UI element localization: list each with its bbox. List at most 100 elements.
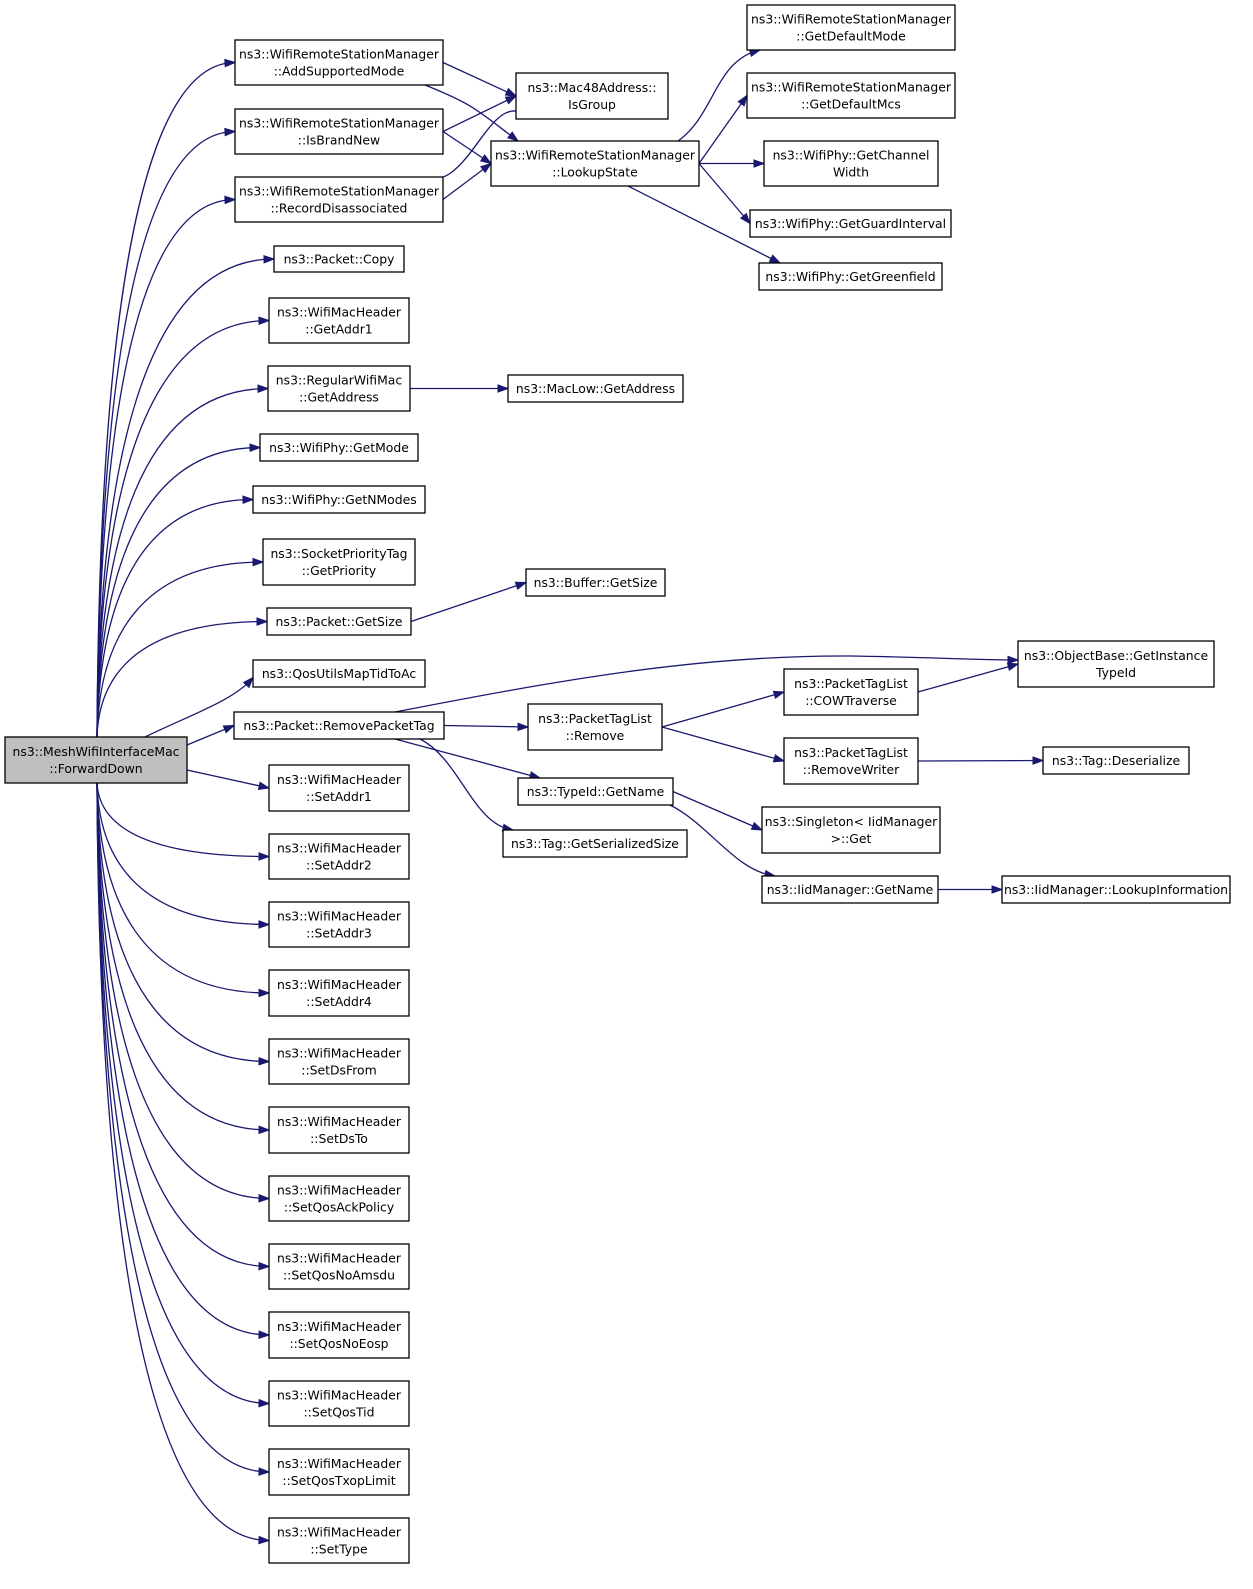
edge-arrowhead (258, 988, 271, 998)
graph-edge (96, 782, 271, 1545)
edge-arrowhead (504, 95, 518, 105)
graph-node-setaddr3[interactable]: ns3::WifiMacHeader::SetAddr3 (268, 901, 410, 948)
graph-node-recorddisassociated[interactable]: ns3::WifiRemoteStationManager::RecordDis… (234, 176, 444, 223)
graph-node-singleton-get[interactable]: ns3::Singleton< IidManager>::Get (761, 806, 941, 854)
graph-node-setdsto[interactable]: ns3::WifiMacHeader::SetDsTo (268, 1106, 410, 1154)
graph-edge (424, 84, 520, 142)
graph-node-getgreenfield[interactable]: ns3::WifiPhy::GetGreenfield (758, 262, 943, 291)
graph-node-setqosnoeosp[interactable]: ns3::WifiMacHeader::SetQosNoEosp (268, 1311, 410, 1359)
edge-line (627, 185, 781, 264)
node-label: ns3::WifiRemoteStationManager (239, 184, 440, 199)
graph-edge (661, 690, 786, 728)
graph-node-getdefaultmcs[interactable]: ns3::WifiRemoteStationManager::GetDefaul… (746, 72, 956, 119)
node-label: ::IsBrandNew (298, 133, 380, 148)
node-label: ::GetDefaultMcs (801, 97, 901, 112)
node-box (266, 607, 412, 636)
edge-line (96, 782, 270, 1063)
edge-arrowhead (739, 212, 751, 225)
node-box (746, 4, 956, 51)
edge-arrowhead (1007, 655, 1020, 665)
graph-node-getaddr1[interactable]: ns3::WifiMacHeader::GetAddr1 (268, 297, 410, 344)
node-label: ns3::Packet::RemovePacketTag (243, 718, 434, 733)
node-box (763, 140, 939, 187)
node-label: ns3::WifiPhy::GetGuardInterval (755, 216, 946, 231)
graph-node-getnmodes[interactable]: ns3::WifiPhy::GetNModes (252, 485, 426, 514)
node-label: ns3::WifiRemoteStationManager (239, 116, 440, 131)
graph-edge (96, 782, 271, 1408)
graph-node-maclow-getaddress[interactable]: ns3::MacLow::GetAddress (507, 374, 684, 403)
edge-arrowhead (991, 885, 1004, 894)
graph-node-buffer-getsize[interactable]: ns3::Buffer::GetSize (525, 568, 666, 597)
node-label: ::SetQosNoEosp (289, 1336, 388, 1351)
node-label: ns3::WifiMacHeader (277, 909, 402, 924)
graph-node-setaddr1[interactable]: ns3::WifiMacHeader::SetAddr1 (268, 764, 410, 812)
node-label: ::SetAddr1 (306, 789, 372, 804)
node-label: ::GetAddress (299, 390, 379, 405)
graph-node-regular-getaddress[interactable]: ns3::RegularWifiMac::GetAddress (267, 365, 411, 412)
edge-line (410, 581, 527, 623)
node-label: ns3::WifiMacHeader (277, 1183, 402, 1198)
edge-line (96, 782, 270, 1200)
edge-line (917, 759, 1044, 762)
node-box (268, 1243, 410, 1290)
edge-line (443, 724, 529, 728)
graph-node-tag-deserialize[interactable]: ns3::Tag::Deserialize (1042, 746, 1190, 775)
graph-node-setaddr2[interactable]: ns3::WifiMacHeader::SetAddr2 (268, 833, 410, 880)
graph-node-getmode[interactable]: ns3::WifiPhy::GetMode (259, 433, 419, 462)
edge-arrowhead (258, 1535, 271, 1545)
edge-arrowhead (504, 87, 518, 97)
graph-node-setqostxoplimit[interactable]: ns3::WifiMacHeader::SetQosTxopLimit (268, 1448, 410, 1496)
node-box (252, 659, 426, 688)
graph-node-setqostid[interactable]: ns3::WifiMacHeader::SetQosTid (268, 1380, 410, 1427)
graph-node-getguardinterval[interactable]: ns3::WifiPhy::GetGuardInterval (749, 209, 952, 238)
graph-node-typeid-getname[interactable]: ns3::TypeId::GetName (517, 777, 674, 806)
graph-node-cowtraverse[interactable]: ns3::PacketTagList::COWTraverse (783, 668, 919, 716)
graph-node-addsupportedmode[interactable]: ns3::WifiRemoteStationManager::AddSuppor… (234, 39, 444, 86)
graph-node-packet-getsize[interactable]: ns3::Packet::GetSize (266, 607, 412, 636)
edge-arrowhead (258, 1398, 271, 1408)
node-label: ::AddSupportedMode (274, 64, 405, 79)
edge-line (394, 655, 1019, 713)
edge-arrowhead (242, 495, 255, 504)
node-label: ns3::TypeId::GetName (527, 784, 665, 799)
nodes-layer: ns3::MeshWifiInterfaceMac::ForwardDownns… (4, 4, 1231, 1564)
edge-line (96, 258, 275, 738)
node-label: ns3::WifiRemoteStationManager (239, 47, 440, 62)
edge-line (96, 498, 254, 738)
graph-node-lookupinformation[interactable]: ns3::IidManager::LookupInformation (1001, 875, 1231, 904)
node-box (746, 72, 956, 119)
graph-node-removepackettag[interactable]: ns3::Packet::RemovePacketTag (233, 711, 445, 740)
edge-arrowhead (258, 1193, 271, 1203)
graph-node-getpriority[interactable]: ns3::SocketPriorityTag::GetPriority (262, 538, 416, 586)
graph-edge (96, 782, 271, 1066)
graph-node-setaddr4[interactable]: ns3::WifiMacHeader::SetAddr4 (268, 969, 410, 1017)
graph-node-setqosackpolicy[interactable]: ns3::WifiMacHeader::SetQosAckPolicy (268, 1175, 410, 1222)
graph-node-isbrandnew[interactable]: ns3::WifiRemoteStationManager::IsBrandNe… (234, 108, 444, 155)
node-box (268, 764, 410, 812)
edge-arrowhead (768, 254, 782, 264)
graph-edge (96, 782, 271, 929)
node-label: ns3::WifiMacHeader (277, 1046, 402, 1061)
graph-node-getserializedsize[interactable]: ns3::Tag::GetSerializedSize (502, 829, 688, 858)
graph-node-getdefaultmode[interactable]: ns3::WifiRemoteStationManager::GetDefaul… (746, 4, 956, 51)
edge-line (442, 95, 517, 133)
graph-node-qosutils[interactable]: ns3::QosUtilsMapTidToAc (252, 659, 426, 688)
graph-edge (698, 94, 748, 164)
graph-node-ptl-remove[interactable]: ns3::PacketTagList::Remove (527, 703, 663, 751)
graph-node-settype[interactable]: ns3::WifiMacHeader::SetType (268, 1517, 410, 1564)
node-label: ::RemoveWriter (803, 762, 900, 777)
node-label: ns3::WifiMacHeader (277, 841, 402, 856)
graph-node-lookupstate[interactable]: ns3::WifiRemoteStationManager::LookupSta… (490, 140, 700, 187)
node-label: ns3::WifiPhy::GetMode (269, 440, 409, 455)
graph-node-setqosnoamsdu[interactable]: ns3::WifiMacHeader::SetQosNoAmsdu (268, 1243, 410, 1290)
graph-node-removewriter[interactable]: ns3::PacketTagList::RemoveWriter (783, 737, 919, 785)
graph-node-iid-getname[interactable]: ns3::IidManager::GetName (761, 875, 939, 904)
node-box (268, 833, 410, 880)
graph-node-packet-copy[interactable]: ns3::Packet::Copy (273, 245, 405, 273)
graph-node-isgroup[interactable]: ns3::Mac48Address::IsGroup (515, 72, 669, 120)
graph-edge (96, 316, 271, 738)
edge-line (96, 782, 270, 1268)
graph-node-setdsfrom[interactable]: ns3::WifiMacHeader::SetDsFrom (268, 1038, 410, 1085)
